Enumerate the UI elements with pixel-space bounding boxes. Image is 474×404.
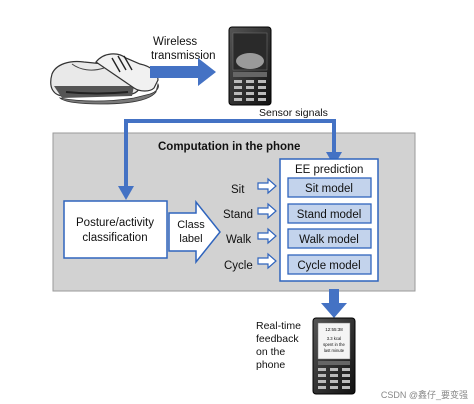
walk-model-box xyxy=(287,228,372,249)
activity-label-walk: Walk xyxy=(226,234,251,246)
activity-arrow-walk xyxy=(257,227,277,245)
activity-row-cycle: Cycle Cycle model xyxy=(224,252,372,275)
activity-label-sit: Sit xyxy=(231,184,245,196)
activity-row-stand: Stand Stand model xyxy=(223,202,372,224)
class-label-line2: label xyxy=(179,233,202,245)
watermark: CSDN @鑫仔_要变强 xyxy=(381,389,468,400)
sensor-signals-label: Sensor signals xyxy=(259,107,328,119)
activity-row-sit: Sit Sit model xyxy=(231,177,372,198)
phone-top-image xyxy=(228,26,272,106)
sneakers-image xyxy=(50,53,159,105)
ee-prediction-title: EE prediction xyxy=(295,164,363,176)
arrowhead-to-classifier xyxy=(118,186,134,200)
wireless-label-line1: Wireless xyxy=(153,36,197,48)
cycle-model-box xyxy=(287,254,372,275)
computation-title: Computation in the phone xyxy=(158,141,300,153)
class-label-line1: Class xyxy=(177,219,205,231)
activity-label-stand: Stand xyxy=(223,209,253,221)
feedback-label-line4: phone xyxy=(256,359,285,371)
phone-screen xyxy=(317,322,351,360)
phone-screen-time: 12:55:38 xyxy=(325,327,343,332)
activity-row-walk: Walk Walk model xyxy=(226,227,372,249)
feedback-label-line1: Real-time xyxy=(256,320,301,332)
sit-model-box xyxy=(287,177,372,198)
class-label-arrow xyxy=(168,199,221,265)
phone-bottom-image: 12:55:38 3.3 kcal spent in the last minu… xyxy=(312,317,356,395)
wireless-arrow xyxy=(150,58,216,86)
phone-screen-text2: spent in the xyxy=(323,342,345,347)
walk-model-label: Walk model xyxy=(299,234,359,246)
activity-arrow-stand xyxy=(257,202,277,220)
classifier-box xyxy=(63,200,168,259)
activity-label-cycle: Cycle xyxy=(224,260,253,272)
feedback-label-line2: feedback xyxy=(256,333,299,345)
sit-model-label: Sit model xyxy=(305,183,353,195)
phone-screen-text1: 3.3 kcal xyxy=(327,336,342,341)
wireless-label-line2: transmission xyxy=(151,50,216,62)
feedback-arrow xyxy=(321,289,347,318)
activity-arrow-sit xyxy=(257,177,277,195)
stand-model-label: Stand model xyxy=(297,209,362,221)
phone-screen-text3: last minute xyxy=(324,348,345,353)
sensor-to-ee-arrow xyxy=(124,119,336,196)
cycle-model-label: Cycle model xyxy=(297,260,360,272)
activity-arrow-cycle xyxy=(257,252,277,270)
stand-model-box xyxy=(287,203,372,224)
classifier-label-line1: Posture/activity xyxy=(76,217,154,229)
classifier-label-line2: classification xyxy=(82,232,147,244)
feedback-label-line3: on the xyxy=(256,346,285,358)
